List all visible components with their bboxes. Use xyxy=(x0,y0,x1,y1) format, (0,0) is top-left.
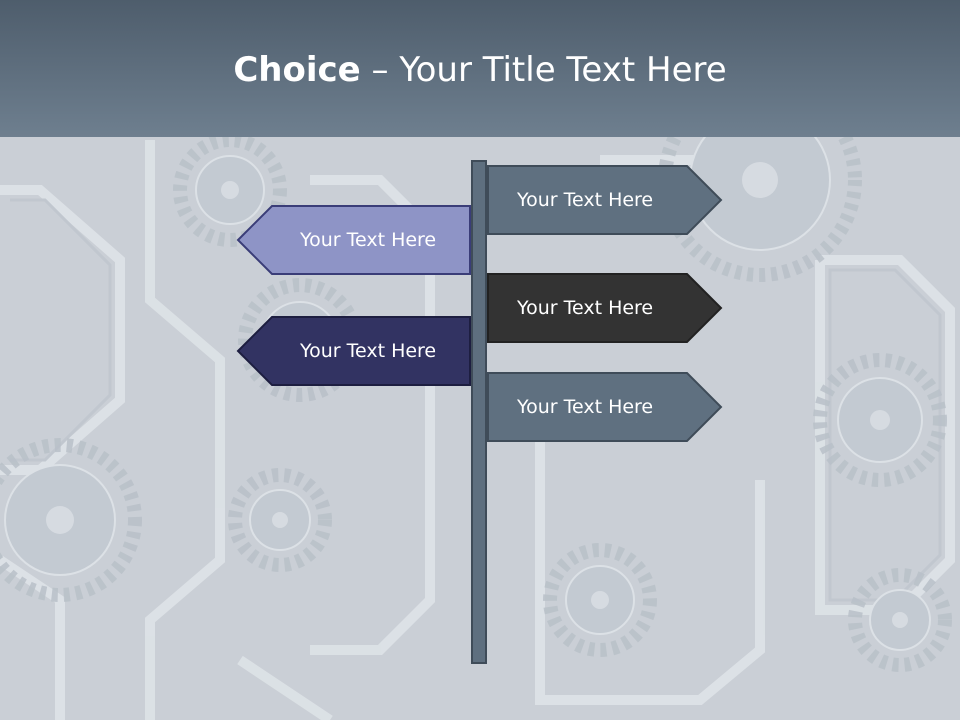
sign-label: Your Text Here xyxy=(517,297,654,319)
slide-title[interactable]: Choice – Your Title Text Here xyxy=(0,50,960,90)
arrow-right-shape xyxy=(487,372,723,442)
sign-right-1[interactable]: Your Text Here xyxy=(487,165,723,235)
sign-label: Your Text Here xyxy=(517,396,654,418)
sign-left-1[interactable]: Your Text Here xyxy=(236,205,472,275)
arrow-right-shape xyxy=(487,273,723,343)
title-bar xyxy=(0,0,960,137)
signpost-pole xyxy=(471,160,487,664)
sign-label: Your Text Here xyxy=(300,340,437,362)
sign-left-2[interactable]: Your Text Here xyxy=(236,316,472,386)
arrow-left-shape xyxy=(236,205,471,275)
sign-label: Your Text Here xyxy=(300,229,437,251)
title-bold: Choice xyxy=(233,50,361,90)
sign-right-3[interactable]: Your Text Here xyxy=(487,372,723,442)
arrow-right-shape xyxy=(487,165,723,235)
title-rest: – Your Title Text Here xyxy=(360,50,727,90)
arrow-left-shape xyxy=(236,316,471,386)
sign-right-2[interactable]: Your Text Here xyxy=(487,273,723,343)
sign-label: Your Text Here xyxy=(517,189,654,211)
